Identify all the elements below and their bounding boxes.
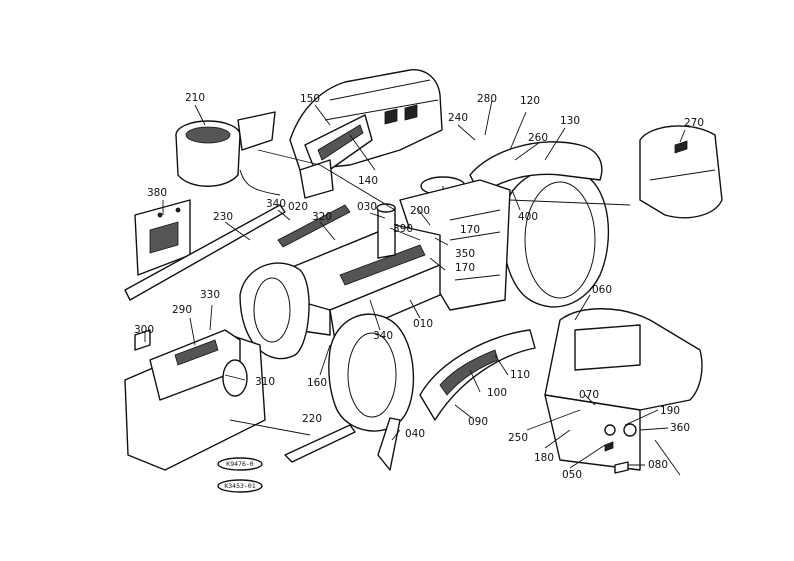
callout-180: 180 xyxy=(534,452,554,464)
callout-010: 010 xyxy=(413,318,433,330)
callout-140: 140 xyxy=(358,175,378,187)
callout-360: 360 xyxy=(670,422,690,434)
callout-340-b: 340 xyxy=(373,330,393,342)
callout-240: 240 xyxy=(448,112,468,124)
callout-030: 030 xyxy=(357,201,377,213)
callout-200: 200 xyxy=(410,205,430,217)
callout-400: 400 xyxy=(518,211,538,223)
callout-100: 100 xyxy=(487,387,507,399)
side-vent-panel-part xyxy=(299,114,373,199)
callout-040: 040 xyxy=(405,428,425,440)
callout-320: 320 xyxy=(312,211,332,223)
callout-170-a: 170 xyxy=(460,224,480,236)
strip-part xyxy=(277,204,351,248)
callout-350: 350 xyxy=(455,248,475,260)
callout-260: 260 xyxy=(528,132,548,144)
part-code-a: K9476-0 xyxy=(226,460,253,468)
callout-080: 080 xyxy=(648,459,668,471)
callout-220: 220 xyxy=(302,413,322,425)
callout-070: 070 xyxy=(579,389,599,401)
leader-lines xyxy=(144,99,686,476)
small-tag-part xyxy=(614,461,629,474)
mounting-plate-part xyxy=(134,199,191,276)
callout-160: 160 xyxy=(307,377,327,389)
callout-310: 310 xyxy=(255,376,275,388)
callout-230: 230 xyxy=(213,211,233,223)
callout-300: 300 xyxy=(134,324,154,336)
callout-190: 190 xyxy=(660,405,680,417)
callout-390: 390 xyxy=(393,223,413,235)
callout-labels: 210 150 240 280 120 130 260 270 140 380 … xyxy=(134,92,704,481)
callout-290: 290 xyxy=(172,304,192,316)
callout-110: 110 xyxy=(510,369,530,381)
callout-120: 120 xyxy=(520,95,540,107)
callout-060: 060 xyxy=(592,284,612,296)
part-code-b: K3453-01 xyxy=(224,482,255,490)
callout-270: 270 xyxy=(684,117,704,129)
engine-part xyxy=(124,329,266,471)
callout-090: 090 xyxy=(468,416,488,428)
shaft-part xyxy=(377,417,401,471)
part-code-ovals: K9476-0 K3453-01 xyxy=(217,457,263,493)
callout-170-b: 170 xyxy=(455,262,475,274)
callout-250: 250 xyxy=(508,432,528,444)
callout-130: 130 xyxy=(560,115,580,127)
air-cleaner-part xyxy=(175,111,281,196)
callout-280: 280 xyxy=(477,93,497,105)
callout-340-a: 340 xyxy=(266,198,286,210)
callout-330: 330 xyxy=(200,289,220,301)
callout-150: 150 xyxy=(300,93,320,105)
callout-210: 210 xyxy=(185,92,205,104)
rear-cover-part xyxy=(639,125,723,219)
callout-020: 020 xyxy=(288,201,308,213)
callout-050: 050 xyxy=(562,469,582,481)
callout-380: 380 xyxy=(147,187,167,199)
injector-part xyxy=(284,424,356,463)
fender-vent-part xyxy=(419,329,536,421)
long-rail-part xyxy=(124,204,286,301)
instrument-console-part xyxy=(544,308,703,471)
